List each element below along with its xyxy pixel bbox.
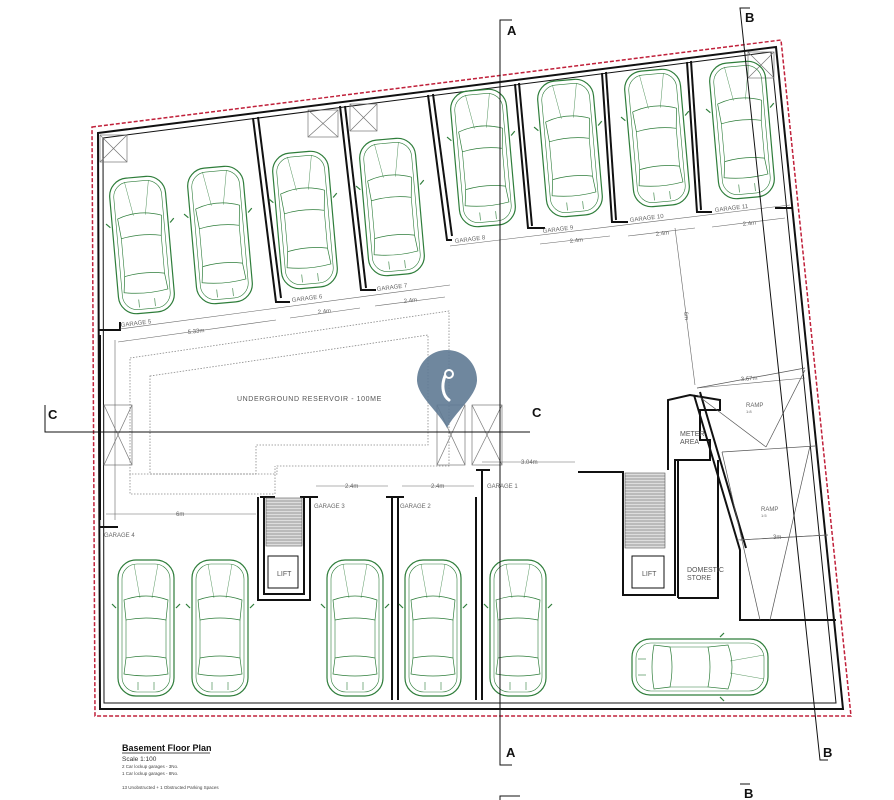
car-6	[533, 78, 603, 218]
dim-garage-7: 2.4m	[404, 297, 418, 305]
car-8	[705, 60, 775, 200]
ramp-2-label: RAMP	[761, 507, 778, 513]
skylight-boxes	[99, 51, 775, 466]
plan-note-2: 1 Car lockup garages - 8No.	[122, 771, 178, 776]
car-14	[631, 632, 769, 702]
car-5	[446, 88, 516, 228]
dimension-lines	[106, 217, 827, 541]
ramp-2-grade: 1:5	[761, 513, 767, 518]
section-b-extra: B	[744, 786, 753, 800]
site-boundary	[91, 39, 852, 717]
dim-3-04m: 3.04m	[521, 460, 538, 466]
dim-3-67m: 3.67m	[741, 376, 758, 383]
garage-8-label: GARAGE 8	[455, 235, 487, 245]
garage-front-lines	[119, 204, 791, 330]
plan-scale: Scale 1:100	[122, 756, 157, 763]
dim-6m-vertical: 6m	[682, 312, 689, 321]
garage-2-label: GARAGE 2	[400, 504, 431, 510]
reservoir-label: UNDERGROUND RESERVOIR - 100ME	[237, 396, 382, 403]
top-garage-walls	[98, 60, 792, 331]
section-a-top: A	[507, 23, 517, 38]
car-3	[268, 150, 338, 290]
section-a-bottom: A	[506, 745, 516, 760]
garage-6-label: GARAGE 6	[292, 294, 324, 304]
section-c-right: C	[532, 405, 542, 420]
section-c-left: C	[48, 407, 58, 422]
garage-9-label: GARAGE 9	[543, 225, 575, 235]
ramp-1-label: RAMP	[746, 403, 763, 409]
meter-area-label-1: METER	[680, 431, 705, 438]
inner-walls	[99, 335, 836, 700]
lift-left	[267, 555, 299, 589]
dim-3m: 3m	[773, 535, 781, 541]
car-7	[620, 68, 690, 208]
domestic-store-label-1: DOMESTIC	[687, 567, 724, 574]
dim-6m-bottom: 6m	[176, 512, 184, 518]
lift-right	[631, 555, 665, 589]
dim-garage-3: 2.4m	[345, 484, 358, 490]
garage-4-label: GARAGE 4	[104, 533, 135, 539]
car-11	[320, 559, 390, 697]
location-pin-icon[interactable]	[417, 350, 477, 428]
domestic-store-label-2: STORE	[687, 575, 711, 582]
stairs-right	[624, 472, 666, 549]
cars	[105, 60, 775, 702]
dim-garage-9: 2.4m	[570, 237, 584, 245]
dim-garage-6: 2.4m	[318, 308, 332, 316]
section-b-top: B	[745, 10, 754, 25]
lift-right-label: LIFT	[642, 571, 657, 578]
car-10	[185, 559, 255, 697]
garage-10-label: GARAGE 10	[630, 214, 665, 224]
dim-garage-10: 2.4m	[656, 230, 670, 238]
garage-11-label: GARAGE 11	[715, 204, 750, 214]
section-lines	[44, 7, 828, 800]
car-13	[483, 559, 553, 697]
car-4	[355, 137, 425, 277]
section-b-bottom: B	[823, 745, 832, 760]
lift-left-label: LIFT	[277, 571, 292, 578]
car-12	[398, 559, 468, 697]
dim-garage-2: 2.4m	[431, 484, 444, 490]
dim-5-33m: 5.33m	[188, 328, 205, 336]
garage-3-label: GARAGE 3	[314, 504, 345, 510]
garage-5-label: GARAGE 5	[121, 319, 153, 329]
plan-note-1: 2 Car lockup garages - 3No.	[122, 764, 178, 769]
reservoir-outline	[129, 310, 450, 495]
car-9	[111, 559, 181, 697]
dim-garage-11: 2.4m	[743, 220, 757, 228]
outer-wall-inner	[102, 51, 837, 704]
plan-title: Basement Floor Plan	[122, 743, 212, 753]
car-1	[105, 175, 175, 315]
meter-area-label-2: AREA	[680, 439, 699, 446]
ramp-1-grade: 1:8	[746, 409, 752, 414]
plan-summary: 13 Unobstructed + 1 Obstructed Parking S…	[122, 785, 219, 790]
garage-7-label: GARAGE 7	[377, 283, 409, 293]
car-2	[183, 165, 253, 305]
garage-1-label: GARAGE 1	[487, 484, 518, 490]
